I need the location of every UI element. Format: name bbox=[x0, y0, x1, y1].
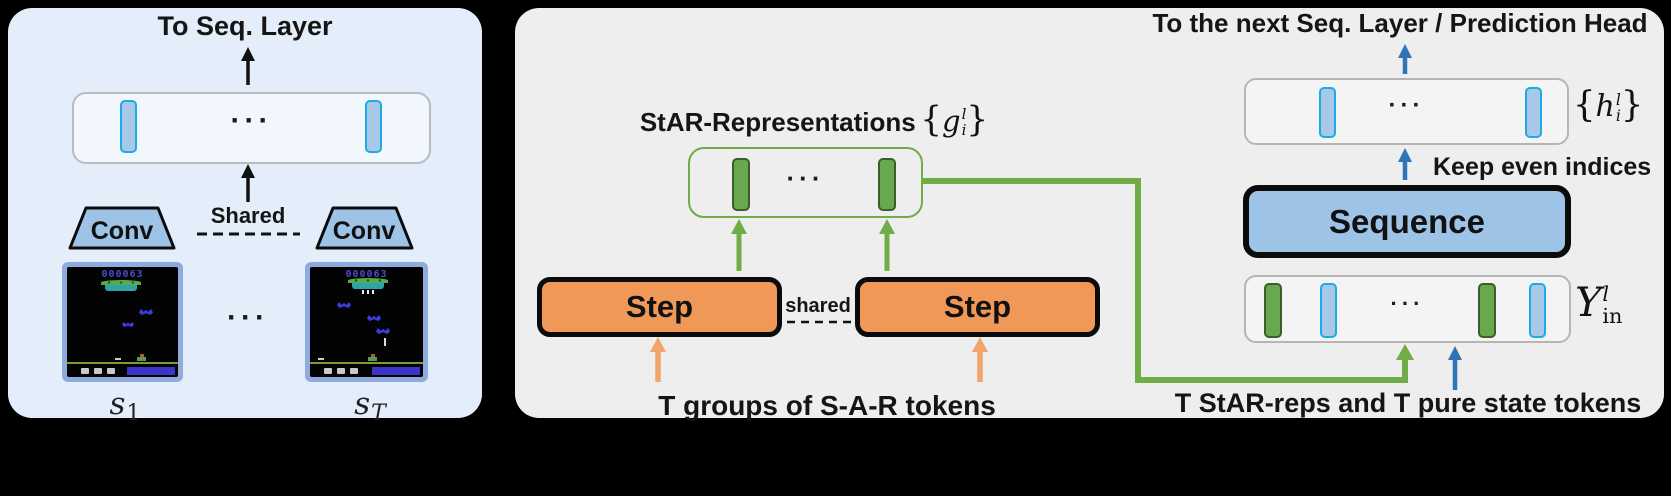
g-sub: i bbox=[961, 121, 967, 139]
star-rep-token bbox=[732, 158, 750, 211]
saucer-sprite bbox=[348, 278, 388, 294]
brace-close: } bbox=[1620, 84, 1644, 125]
state-label-sT: sT bbox=[320, 386, 420, 426]
demon-sprite bbox=[139, 309, 153, 315]
life-icon bbox=[350, 368, 358, 374]
life-icon bbox=[94, 368, 102, 374]
debris-sprite bbox=[115, 358, 121, 360]
ellipsis: ··· bbox=[1390, 291, 1425, 316]
sT-var: s bbox=[354, 386, 371, 422]
y-sup: l bbox=[1602, 282, 1610, 307]
player-sprite bbox=[137, 354, 146, 361]
input-token-row: ··· bbox=[1244, 275, 1571, 343]
conv-encoder-panel: To Seq. Layer ··· Shared 000063 bbox=[8, 8, 482, 426]
ground-line bbox=[310, 362, 423, 364]
debris-sprite bbox=[318, 358, 324, 360]
step-transformer-left: Step bbox=[537, 277, 782, 337]
state-token bbox=[120, 100, 137, 153]
h-sub: i bbox=[1615, 107, 1621, 125]
sequence-label: Sequence bbox=[1329, 202, 1485, 240]
y-sub: in bbox=[1602, 304, 1623, 328]
star-reps-token-row: ··· bbox=[688, 147, 923, 218]
s1-var: s bbox=[109, 386, 126, 422]
brace-open: { bbox=[920, 100, 942, 140]
conv-label: Conv bbox=[333, 217, 396, 245]
star-rep-token bbox=[1264, 283, 1282, 338]
demon-sprite bbox=[122, 322, 134, 327]
star-rep-token bbox=[878, 158, 896, 211]
conv-label: Conv bbox=[91, 217, 154, 245]
atari-score: 000063 bbox=[101, 269, 144, 280]
state-token bbox=[1525, 87, 1542, 138]
y-var: Y bbox=[1575, 280, 1602, 326]
life-icon bbox=[337, 368, 345, 374]
h-var: h bbox=[1595, 89, 1615, 124]
life-icon bbox=[324, 368, 332, 374]
g-var: g bbox=[941, 104, 961, 138]
shared-weights-label: shared bbox=[785, 295, 851, 317]
state-token bbox=[1319, 87, 1336, 138]
ellipsis: ··· bbox=[1388, 92, 1425, 119]
brace-open: { bbox=[1573, 84, 1596, 125]
saucer-sprite bbox=[101, 280, 141, 291]
atari-frame-s1: 000063 bbox=[62, 262, 183, 382]
state-token bbox=[1529, 283, 1546, 338]
ground-line bbox=[67, 362, 178, 364]
demon-sprite bbox=[337, 302, 351, 308]
life-icon bbox=[107, 368, 115, 374]
output-token-row: ··· bbox=[1244, 78, 1569, 145]
state-label-s1: s1 bbox=[75, 386, 175, 426]
to-next-layer-label: To the next Seq. Layer / Prediction Head bbox=[1152, 8, 1648, 38]
player-sprite bbox=[368, 354, 377, 361]
h-sup: l bbox=[1615, 90, 1621, 109]
ellipsis: ··· bbox=[227, 301, 269, 334]
demon-sprite bbox=[376, 328, 390, 334]
step-label: Step bbox=[625, 289, 694, 324]
projectile-sprite bbox=[384, 338, 386, 346]
conv-trapezoid-left bbox=[68, 206, 176, 250]
step-transformer-right: Step bbox=[855, 277, 1100, 337]
sequence-transformer-box: Sequence bbox=[1243, 185, 1571, 258]
keep-even-indices-label: Keep even indices bbox=[1433, 153, 1652, 181]
sT-sub: T bbox=[371, 401, 386, 426]
life-icon bbox=[81, 368, 89, 374]
s1-sub: 1 bbox=[126, 401, 141, 426]
atari-frame-sT: 000063 bbox=[305, 262, 428, 382]
ellipsis: ··· bbox=[786, 163, 825, 193]
star-reps-routing-connector bbox=[923, 178, 1414, 383]
demon-sprite bbox=[367, 315, 381, 321]
star-reps-state-tokens-label: T StAR-reps and T pure state tokens bbox=[1174, 388, 1642, 418]
state-token bbox=[1320, 283, 1337, 338]
atari-score: 000063 bbox=[345, 269, 388, 280]
score-bar bbox=[372, 367, 420, 375]
step-label: Step bbox=[943, 289, 1012, 324]
star-rep-token bbox=[1478, 283, 1496, 338]
state-token bbox=[365, 100, 382, 153]
atari-screen: 000063 bbox=[310, 267, 423, 377]
ellipsis: ··· bbox=[230, 104, 273, 137]
shared-weights-label: Shared bbox=[210, 203, 286, 228]
g-sup: l bbox=[961, 105, 967, 124]
sar-tokens-label: T groups of S-A-R tokens bbox=[658, 390, 996, 421]
conv-output-token-row: ··· bbox=[72, 92, 431, 164]
conv-trapezoid-right bbox=[315, 206, 414, 250]
star-reps-text: StAR-Representations bbox=[639, 107, 916, 137]
brace-close: } bbox=[966, 100, 989, 140]
score-bar bbox=[127, 367, 175, 375]
atari-screen: 000063 bbox=[67, 267, 178, 377]
to-seq-layer-label: To Seq. Layer bbox=[157, 11, 333, 41]
